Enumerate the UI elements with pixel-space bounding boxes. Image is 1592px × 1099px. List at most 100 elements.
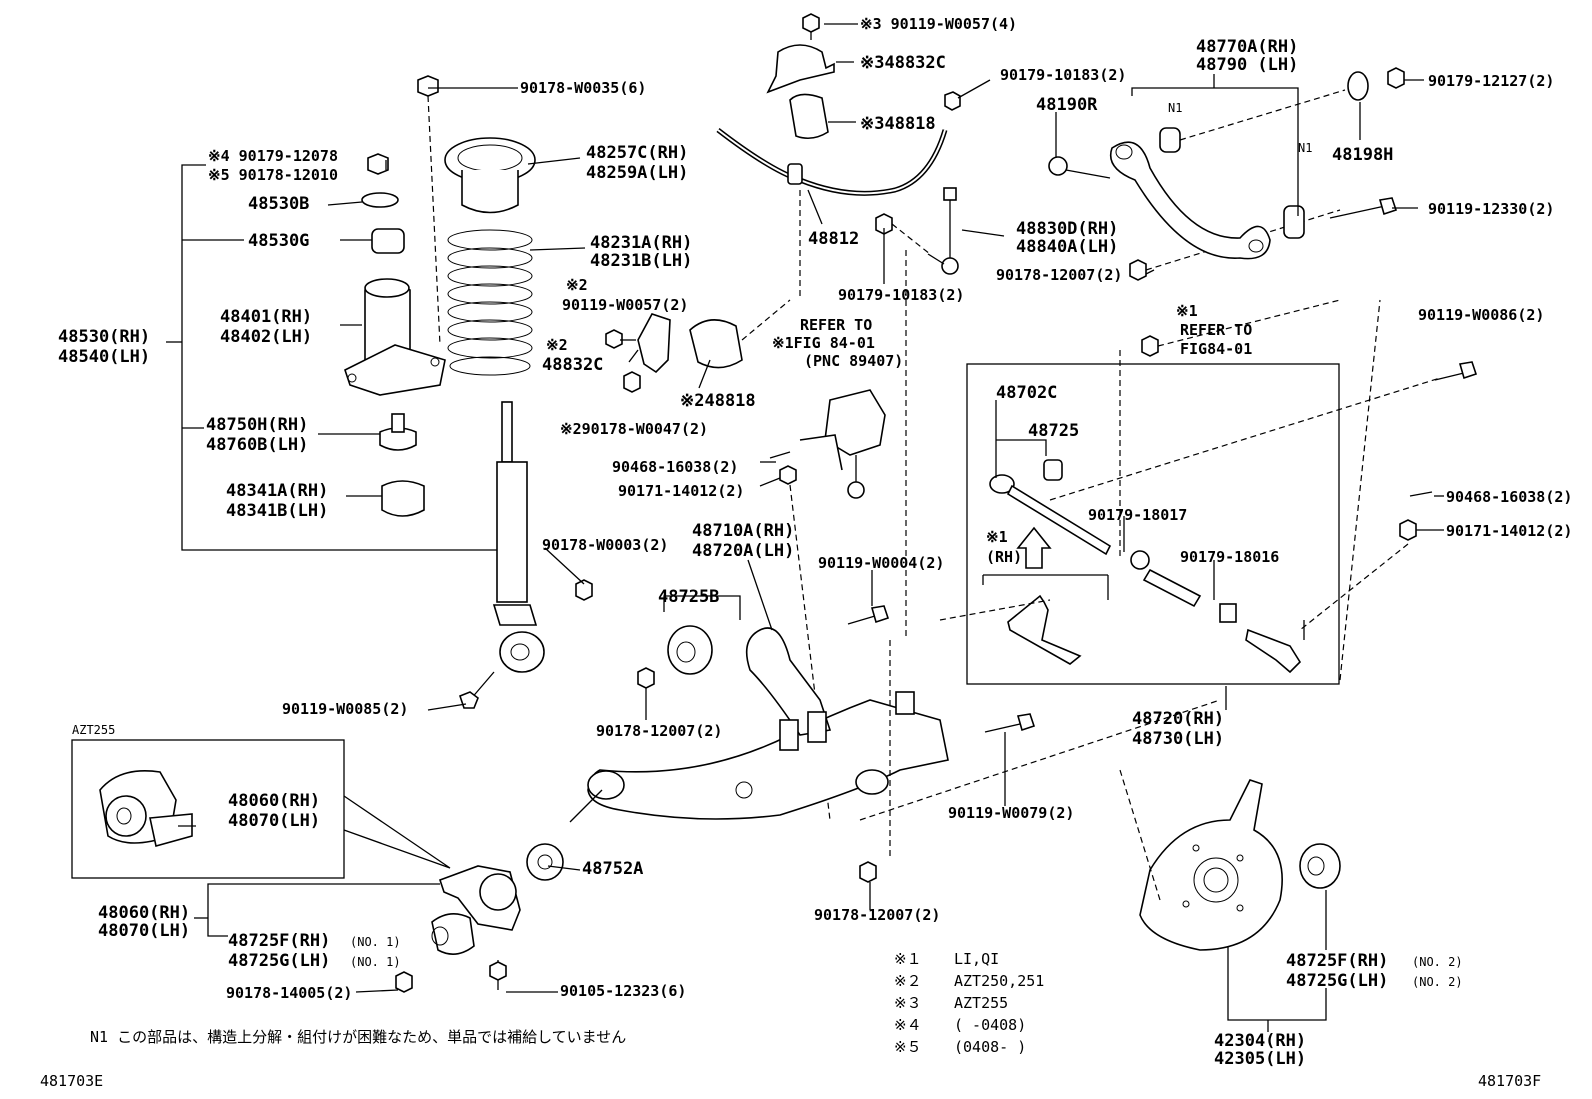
label-48790: 48790 (LH) bbox=[1196, 55, 1298, 75]
label-18016: 90179-18016 bbox=[1180, 548, 1279, 566]
leader-lines bbox=[166, 23, 1444, 1032]
label-42305: 42305(LH) bbox=[1214, 1049, 1306, 1069]
label-48190r: 48190R bbox=[1036, 95, 1098, 115]
label-10183-top: 90179-10183(2) bbox=[1000, 66, 1126, 84]
label-w0035: 90178-W0035(6) bbox=[520, 79, 646, 97]
label-48725: 48725 bbox=[1028, 421, 1079, 441]
label-w0003: 90178-W0003(2) bbox=[542, 536, 668, 554]
legend-text-5: (0408- ) bbox=[954, 1038, 1026, 1056]
label-48818-3: ※348818 bbox=[860, 114, 936, 134]
label-48060-box: 48060(RH) bbox=[228, 791, 320, 811]
label-48725b: 48725B bbox=[658, 587, 719, 607]
label-14012-a: 90171-14012(2) bbox=[618, 482, 744, 500]
label-12330: 90119-12330(2) bbox=[1428, 200, 1554, 218]
parts-illustration bbox=[71, 13, 1478, 993]
label-48752a: 48752A bbox=[582, 859, 643, 879]
label-48070-box: 48070(LH) bbox=[228, 811, 320, 831]
label-48060: 48060(RH) bbox=[98, 903, 190, 923]
label-w0057-2: 90119-W0057(2) bbox=[562, 296, 688, 314]
label-48730: 48730(LH) bbox=[1132, 729, 1224, 749]
label-48725f-2: 48725F(RH) bbox=[1286, 951, 1388, 971]
label-48341b: 48341B(LH) bbox=[226, 501, 328, 521]
label-12007-b: 90178-12007(2) bbox=[596, 722, 722, 740]
label-48231a: 48231A(RH) bbox=[590, 233, 692, 253]
label-48832c-3: ※348832C bbox=[860, 53, 946, 73]
label-14005: 90178-14005(2) bbox=[226, 984, 352, 1002]
stabilizer-bar bbox=[716, 128, 948, 196]
label-refer2-b: FIG84-01 bbox=[1180, 340, 1252, 358]
label-w0004: 90119-W0004(2) bbox=[818, 554, 944, 572]
label-refer2-a: REFER TO bbox=[1180, 321, 1252, 339]
label-w0085: 90119-W0085(2) bbox=[282, 700, 408, 718]
label-refer1-a: REFER TO bbox=[800, 316, 872, 334]
label-48198h: 48198H bbox=[1332, 145, 1393, 165]
label-48401: 48401(RH) bbox=[220, 307, 312, 327]
label-48770a: 48770A(RH) bbox=[1196, 37, 1298, 57]
label-12127: 90179-12127(2) bbox=[1428, 72, 1554, 90]
label-k2a: ※2 bbox=[566, 276, 588, 294]
label-48830d: 48830D(RH) bbox=[1016, 219, 1118, 239]
label-refer1-b: ※1FIG 84-01 bbox=[772, 334, 875, 352]
label-no2a: (NO. 2) bbox=[1412, 955, 1463, 969]
label-w0086: 90119-W0086(2) bbox=[1418, 306, 1544, 324]
label-16038-a: 90468-16038(2) bbox=[612, 458, 738, 476]
label-azt255: AZT255 bbox=[72, 723, 115, 737]
legend-text-2: AZT250,251 bbox=[954, 972, 1044, 990]
label-48402: 48402(LH) bbox=[220, 327, 312, 347]
label-12323: 90105-12323(6) bbox=[560, 982, 686, 1000]
label-48702c: 48702C bbox=[996, 383, 1057, 403]
lower-arm bbox=[587, 627, 949, 820]
legend-mark-4: ※４ bbox=[894, 1016, 922, 1034]
legend-text-1: LI,QI bbox=[954, 950, 999, 968]
label-48760b: 48760B(LH) bbox=[206, 435, 308, 455]
label-no1a: (NO. 1) bbox=[350, 935, 401, 949]
label-10183-b: 90179-10183(2) bbox=[838, 286, 964, 304]
upper-arm bbox=[1110, 141, 1271, 260]
variant-legend: ※１ LI,QI ※２ AZT250,251 ※３ AZT255 ※４ ( -0… bbox=[894, 950, 1044, 1056]
label-48530b: 48530B bbox=[248, 194, 309, 214]
label-k1-rh: ※1 bbox=[986, 528, 1008, 546]
label-48725g-1: 48725G(LH) bbox=[228, 951, 330, 971]
legend-text-3: AZT255 bbox=[954, 994, 1008, 1012]
label-48530: 48530(RH) bbox=[58, 327, 150, 347]
label-18017: 90179-18017 bbox=[1088, 506, 1187, 524]
diagram-code-left: 481703E bbox=[40, 1072, 103, 1090]
label-rh: (RH) bbox=[986, 548, 1022, 566]
label-48720a: 48720A(LH) bbox=[692, 541, 794, 561]
diagram-code-right: 481703F bbox=[1478, 1072, 1541, 1090]
label-12007-a: 90178-12007(2) bbox=[996, 266, 1122, 284]
label-12007-c: 90178-12007(2) bbox=[814, 906, 940, 924]
label-w0079: 90119-W0079(2) bbox=[948, 804, 1074, 822]
legend-mark-2: ※２ bbox=[894, 972, 922, 990]
label-w0047: ※290178-W0047(2) bbox=[560, 420, 708, 438]
label-48818-2: ※248818 bbox=[680, 391, 756, 411]
label-42304: 42304(RH) bbox=[1214, 1031, 1306, 1051]
label-k2b: ※2 bbox=[546, 336, 568, 354]
coil-spring bbox=[447, 229, 533, 376]
part-labels: ※3 90119-W0057(4) ※348832C 90179-10183(2… bbox=[58, 15, 1572, 1069]
label-refer1-c: (PNC 89407) bbox=[804, 352, 903, 370]
label-48540: 48540(LH) bbox=[58, 347, 150, 367]
label-no2b: (NO. 2) bbox=[1412, 975, 1463, 989]
label-48750h: 48750H(RH) bbox=[206, 415, 308, 435]
label-48070: 48070(LH) bbox=[98, 921, 190, 941]
label-16038-b: 90468-16038(2) bbox=[1446, 488, 1572, 506]
label-48231b: 48231B(LH) bbox=[590, 251, 692, 271]
label-48812: 48812 bbox=[808, 229, 859, 249]
legend-text-4: ( -0408) bbox=[954, 1016, 1026, 1034]
label-48530g: 48530G bbox=[248, 231, 309, 251]
legend-mark-3: ※３ bbox=[894, 994, 922, 1012]
label-n1b: N1 bbox=[1298, 141, 1312, 155]
label-48259a: 48259A(LH) bbox=[586, 163, 688, 183]
legend-mark-1: ※１ bbox=[894, 950, 922, 968]
label-48725g-2: 48725G(LH) bbox=[1286, 971, 1388, 991]
label-48257c: 48257C(RH) bbox=[586, 143, 688, 163]
legend-mark-5: ※５ bbox=[894, 1038, 922, 1056]
toe-control-rod bbox=[982, 459, 1305, 674]
label-48341a: 48341A(RH) bbox=[226, 481, 328, 501]
label-48720: 48720(RH) bbox=[1132, 709, 1224, 729]
label-48832c: 48832C bbox=[542, 355, 603, 375]
label-48840a: 48840A(LH) bbox=[1016, 237, 1118, 257]
label-48710a: 48710A(RH) bbox=[692, 521, 794, 541]
label-12078: ※4 90179-12078 bbox=[208, 147, 338, 165]
